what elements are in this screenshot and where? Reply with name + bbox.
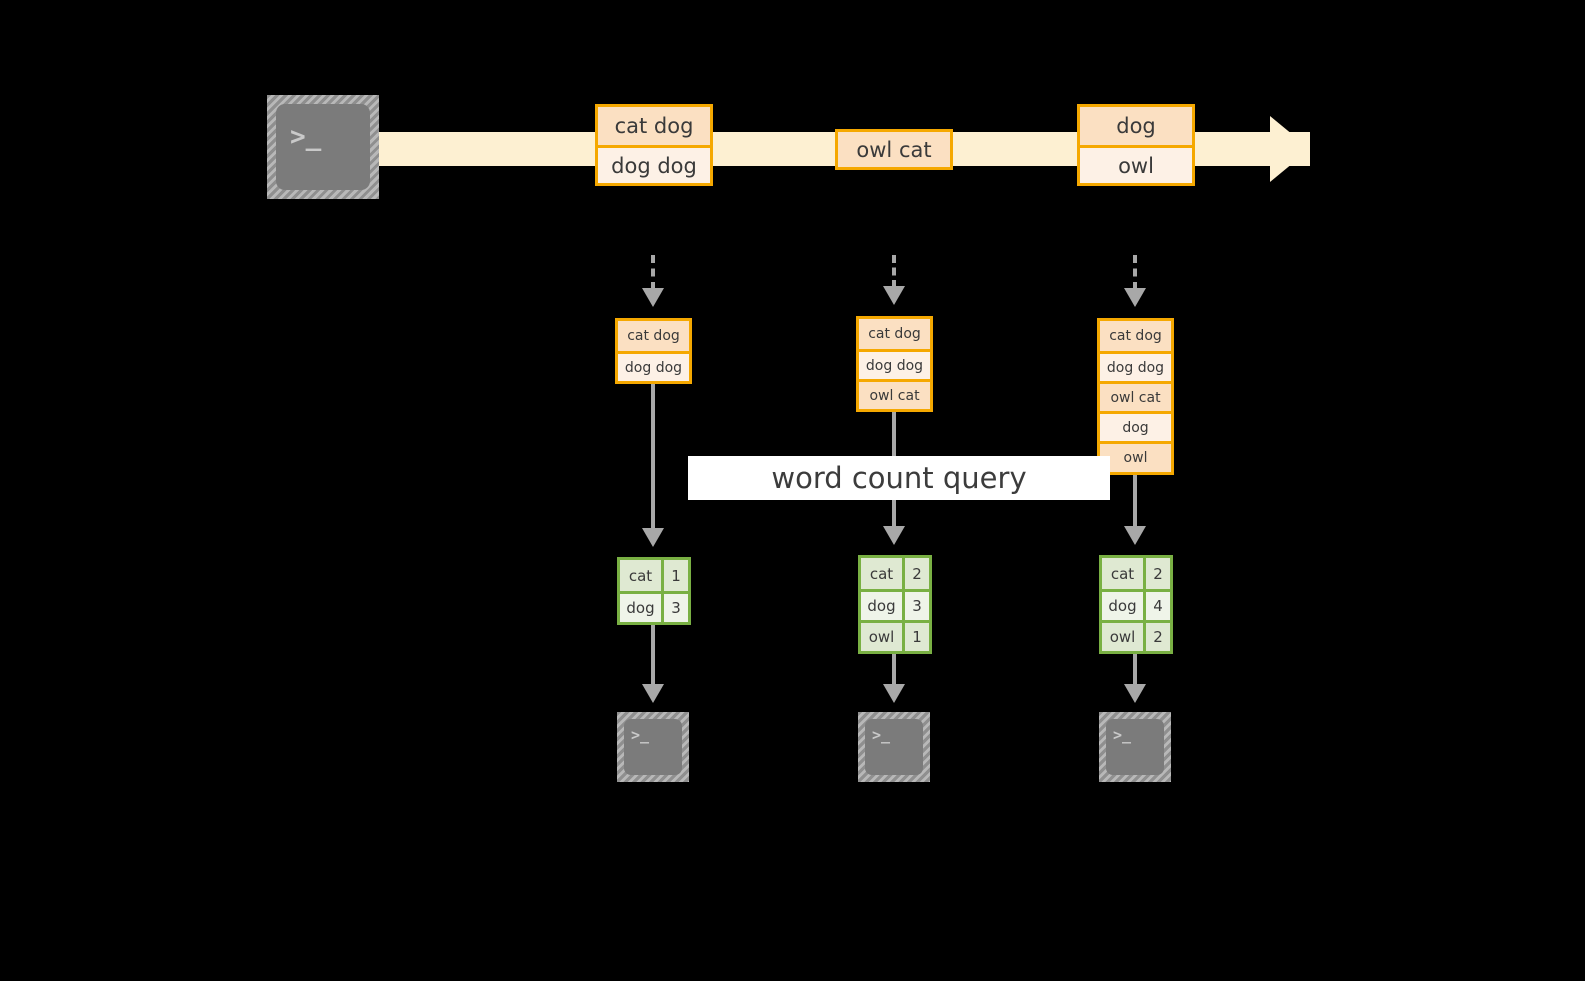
result-word: dog [861, 592, 905, 620]
snapshot-row: owl cat [1100, 381, 1171, 411]
sink-terminal-prompt: >_ [1113, 726, 1132, 744]
result-count: 1 [664, 560, 688, 591]
stream-to-snapshot-connector-1 [651, 255, 655, 290]
snapshot-to-result-connector-1 [651, 384, 655, 532]
result-table-2[interactable]: cat 2 dog 3 owl 1 [858, 555, 932, 654]
sink-terminal-body: >_ [865, 719, 923, 775]
snapshot-to-result-arrowhead-1 [642, 528, 664, 547]
sink-terminal-body: >_ [1106, 719, 1164, 775]
sink-terminal-icon-3[interactable]: >_ [1099, 712, 1171, 782]
result-row: owl 2 [1102, 620, 1170, 651]
result-count: 2 [1146, 558, 1170, 589]
sink-terminal-icon-2[interactable]: >_ [858, 712, 930, 782]
snapshot-row: cat dog [859, 319, 930, 349]
result-count: 3 [664, 594, 688, 622]
result-word: dog [1102, 592, 1146, 620]
stream-to-snapshot-connector-2 [892, 255, 896, 288]
stream-record-2[interactable]: owl cat [835, 129, 953, 170]
stream-record-line: dog [1080, 107, 1192, 145]
result-row: owl 1 [861, 620, 929, 651]
result-word: dog [620, 594, 664, 622]
sink-terminal-icon-1[interactable]: >_ [617, 712, 689, 782]
result-to-sink-connector-2 [892, 654, 896, 687]
result-count: 4 [1146, 592, 1170, 620]
result-row: cat 2 [861, 558, 929, 589]
result-count: 3 [905, 592, 929, 620]
snapshot-row: dog dog [1100, 351, 1171, 381]
source-terminal-icon[interactable]: >_ [267, 95, 379, 199]
result-count: 2 [1146, 623, 1170, 651]
result-row: cat 1 [620, 560, 688, 591]
snapshot-row: dog [1100, 411, 1171, 441]
stream-record-line: owl [1080, 145, 1192, 183]
snapshot-row: owl cat [859, 379, 930, 409]
result-count: 1 [905, 623, 929, 651]
stream-to-snapshot-arrowhead-1 [642, 288, 664, 307]
source-terminal-body: >_ [276, 104, 370, 190]
result-table-3[interactable]: cat 2 dog 4 owl 2 [1099, 555, 1173, 654]
result-row: dog 4 [1102, 589, 1170, 620]
result-row: dog 3 [620, 591, 688, 622]
result-to-sink-connector-1 [651, 625, 655, 687]
sink-terminal-prompt: >_ [872, 726, 891, 744]
sink-terminal-body: >_ [624, 719, 682, 775]
stream-to-snapshot-connector-3 [1133, 255, 1137, 290]
result-to-sink-arrowhead-3 [1124, 684, 1146, 703]
snapshot-to-result-arrowhead-3 [1124, 526, 1146, 545]
result-word: owl [1102, 623, 1146, 651]
source-terminal-prompt: >_ [290, 122, 322, 152]
result-to-sink-arrowhead-1 [642, 684, 664, 703]
result-to-sink-arrowhead-2 [883, 684, 905, 703]
snapshot-to-result-arrowhead-2 [883, 526, 905, 545]
snapshot-table-3[interactable]: cat dog dog dog owl cat dog owl [1097, 318, 1174, 475]
result-word: owl [861, 623, 905, 651]
result-word: cat [620, 560, 664, 591]
snapshot-to-result-connector-3 [1133, 475, 1137, 530]
result-word: cat [861, 558, 905, 589]
snapshot-row: dog dog [618, 351, 689, 381]
result-word: cat [1102, 558, 1146, 589]
query-label: word count query [688, 456, 1110, 500]
query-label-text: word count query [771, 461, 1027, 495]
snapshot-row: cat dog [618, 321, 689, 351]
result-count: 2 [905, 558, 929, 589]
result-table-1[interactable]: cat 1 dog 3 [617, 557, 691, 625]
snapshot-row: cat dog [1100, 321, 1171, 351]
snapshot-table-2[interactable]: cat dog dog dog owl cat [856, 316, 933, 412]
stream-record-line: dog dog [598, 145, 710, 183]
stream-to-snapshot-arrowhead-2 [883, 286, 905, 305]
snapshot-row: dog dog [859, 349, 930, 379]
stream-arrowhead [1270, 116, 1310, 182]
result-row: dog 3 [861, 589, 929, 620]
stream-record-line: owl cat [838, 132, 950, 167]
snapshot-table-1[interactable]: cat dog dog dog [615, 318, 692, 384]
stream-record-1[interactable]: cat dog dog dog [595, 104, 713, 186]
snapshot-row: owl [1100, 441, 1171, 471]
sink-terminal-prompt: >_ [631, 726, 650, 744]
stream-record-line: cat dog [598, 107, 710, 145]
result-row: cat 2 [1102, 558, 1170, 589]
stream-to-snapshot-arrowhead-3 [1124, 288, 1146, 307]
stream-record-3[interactable]: dog owl [1077, 104, 1195, 186]
result-to-sink-connector-3 [1133, 654, 1137, 687]
